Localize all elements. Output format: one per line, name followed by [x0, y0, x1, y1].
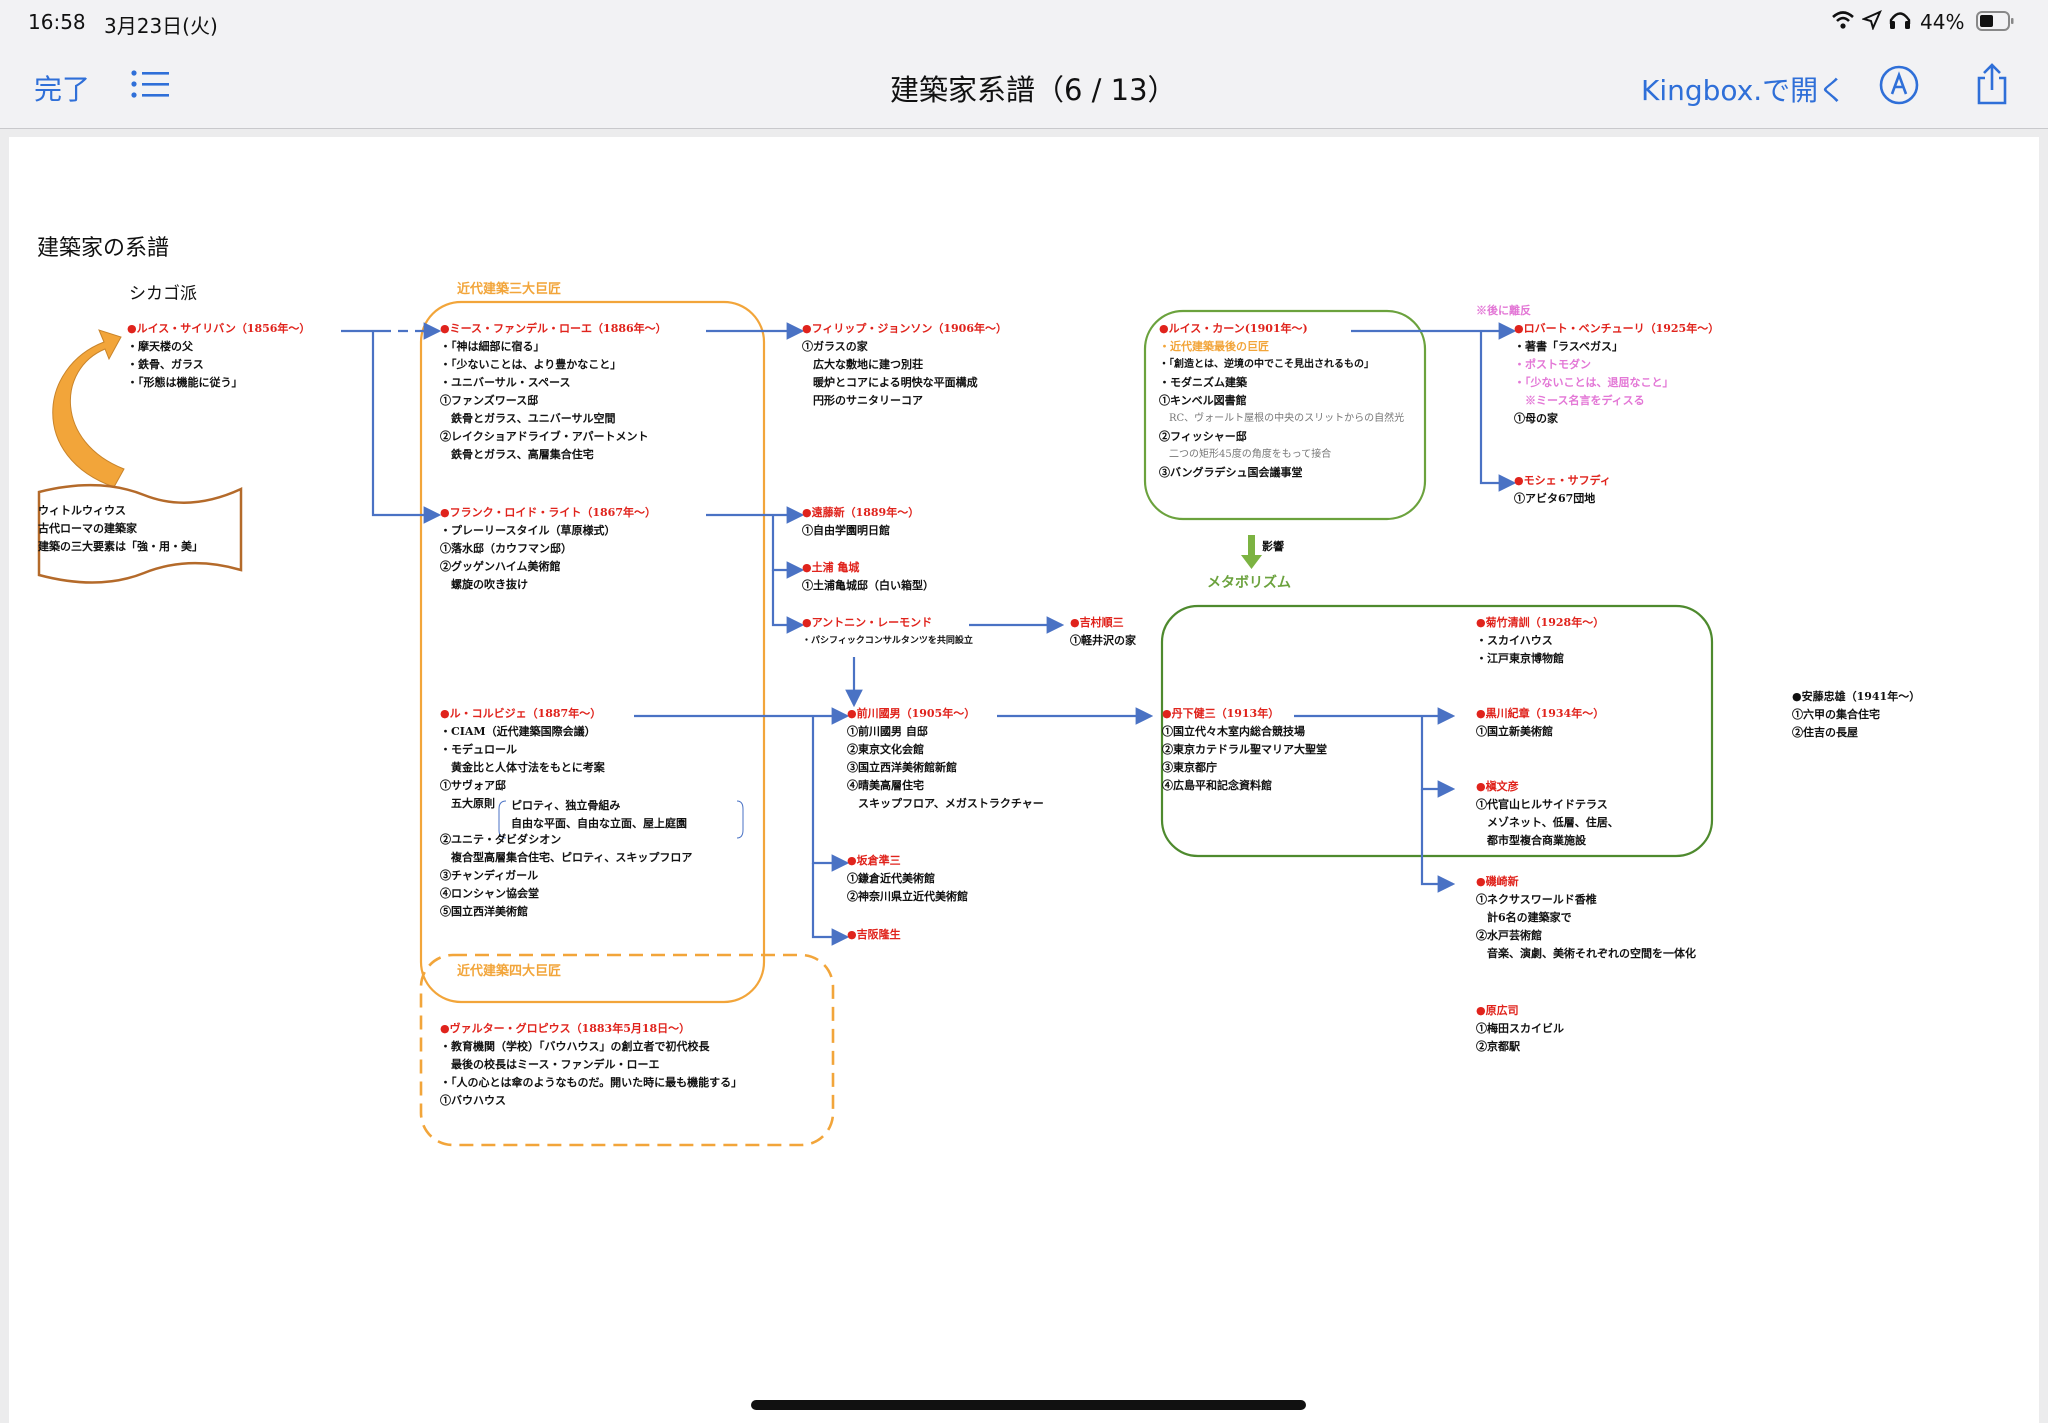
architect-endo: ●遠藤新（1889年〜） ①自由学園明日館 [802, 506, 920, 537]
vitruvius-block: ウィトルウィウス 古代ローマの建築家 建築の三大要素は「強・用・美」 [38, 504, 203, 553]
architect-kikutake: ●菊竹清訓（1928年〜） ・スカイハウス ・江戸東京博物館 [1476, 616, 1605, 665]
influence-label: 影響 [1262, 540, 1284, 553]
battery-icon [1976, 11, 2014, 35]
architect-isozaki: ●磯崎新 ①ネクサスワールド香椎 計6名の建築家で ②水戸芸術館 音楽、演劇、美… [1476, 875, 1696, 960]
architect-tange: ●丹下健三（1913年） ①国立代々木室内総合競技場 ②東京カテドラル聖マリア大… [1162, 707, 1327, 792]
architect-johnson: ●フィリップ・ジョンソン（1906年〜） ①ガラスの家 広大な敷地に建つ別荘 暖… [802, 322, 1007, 407]
architect-ando: ●安藤忠雄（1941年〜） ①六甲の集合住宅 ②住吉の長屋 [1792, 690, 1921, 739]
architect-safdie: ●モシェ・サフディ ①アビタ67団地 [1514, 474, 1611, 505]
architect-wright: ●フランク・ロイド・ライト（1867年〜） ・プレーリースタイル（草原様式） ①… [440, 506, 656, 591]
chicago-school-label: シカゴ派 [129, 284, 197, 304]
open-in-kingbox-button[interactable]: Kingbox.で開く [1641, 74, 1847, 107]
curved-arrow [52, 329, 125, 488]
share-icon[interactable] [1974, 62, 2010, 110]
status-time: 16:58 [28, 10, 86, 34]
location-icon [1861, 10, 1882, 34]
line-tange-maki [1420, 716, 1456, 798]
architect-raymond: ●アントニン・レーモンド ・パシフィックコンサルタンツを共同設立 [802, 616, 973, 646]
metabolism-frame [1160, 604, 1714, 858]
influence-arrow-head [1241, 555, 1262, 569]
big4-frame [419, 953, 835, 1147]
lineage-connectors [37, 300, 1714, 1147]
later-note: ※後に離反 [1476, 304, 1531, 317]
architect-sullivan: ●ルイス・サイリバン（1856年〜） ・摩天楼の父 ・鉄骨、ガラス ・「形態は機… [127, 322, 311, 389]
line-wright-raymond [771, 570, 805, 634]
vitruvius-frame [37, 483, 243, 584]
big3-label: 近代建築三大巨匠 [457, 282, 562, 297]
document-page: 建築家の系譜 シカゴ派 近代建築三大巨匠 近代建築四大巨匠 メタボリズム 影響 … [9, 137, 2039, 1423]
big3-frame [419, 300, 766, 1004]
status-date: 3月23日(火) [104, 14, 218, 38]
architect-kurokawa: ●黒川紀章（1934年〜） ①国立新美術館 [1476, 707, 1605, 738]
markup-pen-icon[interactable] [1878, 64, 1920, 110]
big4-label: 近代建築四大巨匠 [457, 964, 562, 979]
metabolism-label: メタボリズム [1207, 575, 1291, 591]
line-corbu-sakakura [811, 716, 850, 872]
architect-maki: ●槇文彦 ①代官山ヒルサイドテラス メゾネット、低層、住居、 都市型複合商業施設 [1476, 780, 1619, 847]
architect-venturi: ●ロバート・ベンチューリ（1925年〜） ・著書「ラスベガス」 ・ポストモダン … [1514, 322, 1720, 425]
home-indicator[interactable] [751, 1400, 1306, 1410]
battery-percent: 44% [1920, 10, 1965, 34]
line-kahn-safdie [1479, 331, 1517, 492]
architect-yoshizaka: ●吉阪隆生 [847, 928, 901, 941]
architect-sakakura: ●坂倉準三 ①鎌倉近代美術館 ②神奈川県立近代美術館 [847, 854, 968, 903]
line-sullivan-wright [371, 331, 442, 524]
list-icon[interactable] [130, 68, 170, 104]
architect-hara: ●原広司 ①梅田スカイビル ②京都駅 [1476, 1004, 1564, 1053]
architect-maekawa: ●前川國男（1905年〜） ①前川國男 自邸 ②東京文化会館 ③国立西洋美術館新… [847, 707, 1044, 810]
architect-mies: ●ミース・ファンデル・ローエ（1886年〜） ・「神は細部に宿る」 ・「少ないこ… [440, 322, 667, 461]
influence-arrow-shaft [1248, 535, 1255, 557]
done-button[interactable]: 完了 [34, 73, 91, 106]
principles-bracket [498, 800, 744, 839]
nav-bar: 完了 建築家系譜（6 / 13） Kingbox.で開く [0, 48, 2048, 129]
document-title: 建築家系譜（6 / 13） [890, 73, 1177, 107]
line-corbu-yoshizaka [811, 863, 850, 946]
headphones-icon [1888, 9, 1912, 35]
wifi-icon [1830, 8, 1856, 36]
architect-corbusier: ●ル・コルビジェ（1887年〜） ・CIAM（近代建築国際会議） ・モデュロール… [440, 707, 693, 918]
architect-gropius: ●ヴァルター・グロピウス（1883年5月18日〜） ・教育機関（学校）「バウハウ… [440, 1022, 743, 1107]
document-heading: 建築家の系譜 [37, 236, 170, 261]
five-principles: ピロティ、独立骨組み 自由な平面、自由な立面、屋上庭園 [511, 799, 687, 830]
architect-kahn: ●ルイス・カーン(1901年〜) ・近代建築最後の巨匠 ・「創造とは、逆境の中で… [1159, 322, 1405, 479]
line-tange-isozaki [1420, 789, 1456, 893]
architect-yoshimura: ●吉村順三 ①軽井沢の家 [1070, 616, 1136, 647]
kahn-frame [1143, 309, 1427, 521]
architect-tsuchiura: ●土浦 亀城 ①土浦亀城邸（白い箱型） [802, 561, 934, 592]
status-bar: 16:58 3月23日(火) 44% [0, 0, 2048, 48]
line-wright-tsuchiura [771, 515, 805, 579]
